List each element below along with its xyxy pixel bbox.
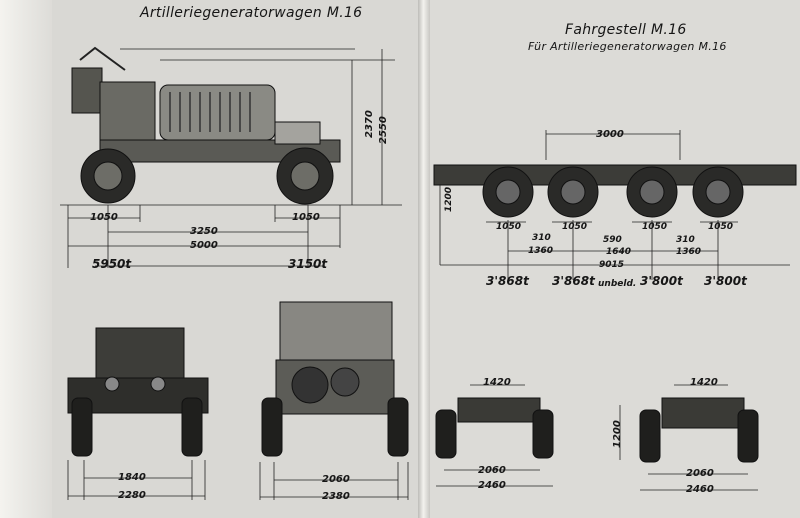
truck-side-view [71,46,341,205]
axle-load-1: 3'868t [486,274,529,288]
axle-load-4: 3'800t [704,274,747,288]
left-page-title: Artilleriegeneratorwagen M.16 [140,5,363,21]
dim-310-a: 310 [532,233,551,243]
dim-front-overhang: 1050 [90,212,118,223]
front-view-dimension-lines [67,460,206,500]
dim-chassis-rear-track-top: 1420 [690,377,718,388]
axle-load-3: 3'800t [640,274,683,288]
dim-1050-a: 1050 [496,222,522,232]
dim-chassis-front-track: 2060 [478,465,506,476]
right-page-title: Fahrgestell M.16 [565,22,687,38]
dim-center-3000: 3000 [596,129,624,140]
dim-1050-d: 1050 [708,222,734,232]
axle-load-front: 5950t [92,257,132,271]
dim-rear-width: 2380 [322,491,350,502]
chassis-rear-view [639,397,759,463]
chassis-side-view [433,164,797,218]
book-gutter [418,0,430,518]
dim-1360-b: 1360 [676,247,702,257]
rear-view-dimension-lines [259,462,409,500]
dim-wheelbase: 3250 [190,226,218,237]
truck-rear-view [261,301,409,457]
dim-front-width: 2280 [118,490,146,501]
axle-load-2: 3'868t [552,274,595,288]
side-view-dimension-lines [60,48,402,268]
chassis-dimension-lines [439,130,790,280]
unbeladen-label: unbeld. [598,279,637,289]
dim-chassis-rear-height: 1200 [612,420,623,448]
dim-590: 590 [603,235,622,245]
dim-chassis-rear-track: 2060 [686,468,714,479]
dim-rear-track: 2060 [322,474,350,485]
dim-chassis-front-width: 2460 [478,480,506,491]
truck-front-view [67,327,209,457]
dim-chassis-rear-width: 2460 [686,484,714,495]
dim-1050-c: 1050 [642,222,668,232]
chassis-front-view [435,397,554,459]
dim-front-track: 1840 [118,472,146,483]
dim-1360-a: 1360 [528,246,554,256]
axle-load-rear: 3150t [288,257,328,271]
chassis-end-dimension-lines [436,384,758,491]
dim-1050-b: 1050 [562,222,588,232]
generator-wagon-drawings [60,46,409,500]
dim-310-b: 310 [676,235,695,245]
dim-height-1200: 1200 [444,186,454,212]
dim-rear-overhang: 1050 [292,212,320,223]
dim-length: 5000 [190,240,218,251]
book-edge [0,0,52,518]
dim-9015: 9015 [599,260,625,270]
dim-1640: 1640 [606,247,632,257]
dim-chassis-front-track-top: 1420 [483,377,511,388]
right-page-subtitle: Für Artilleriegeneratorwagen M.16 [528,40,727,53]
